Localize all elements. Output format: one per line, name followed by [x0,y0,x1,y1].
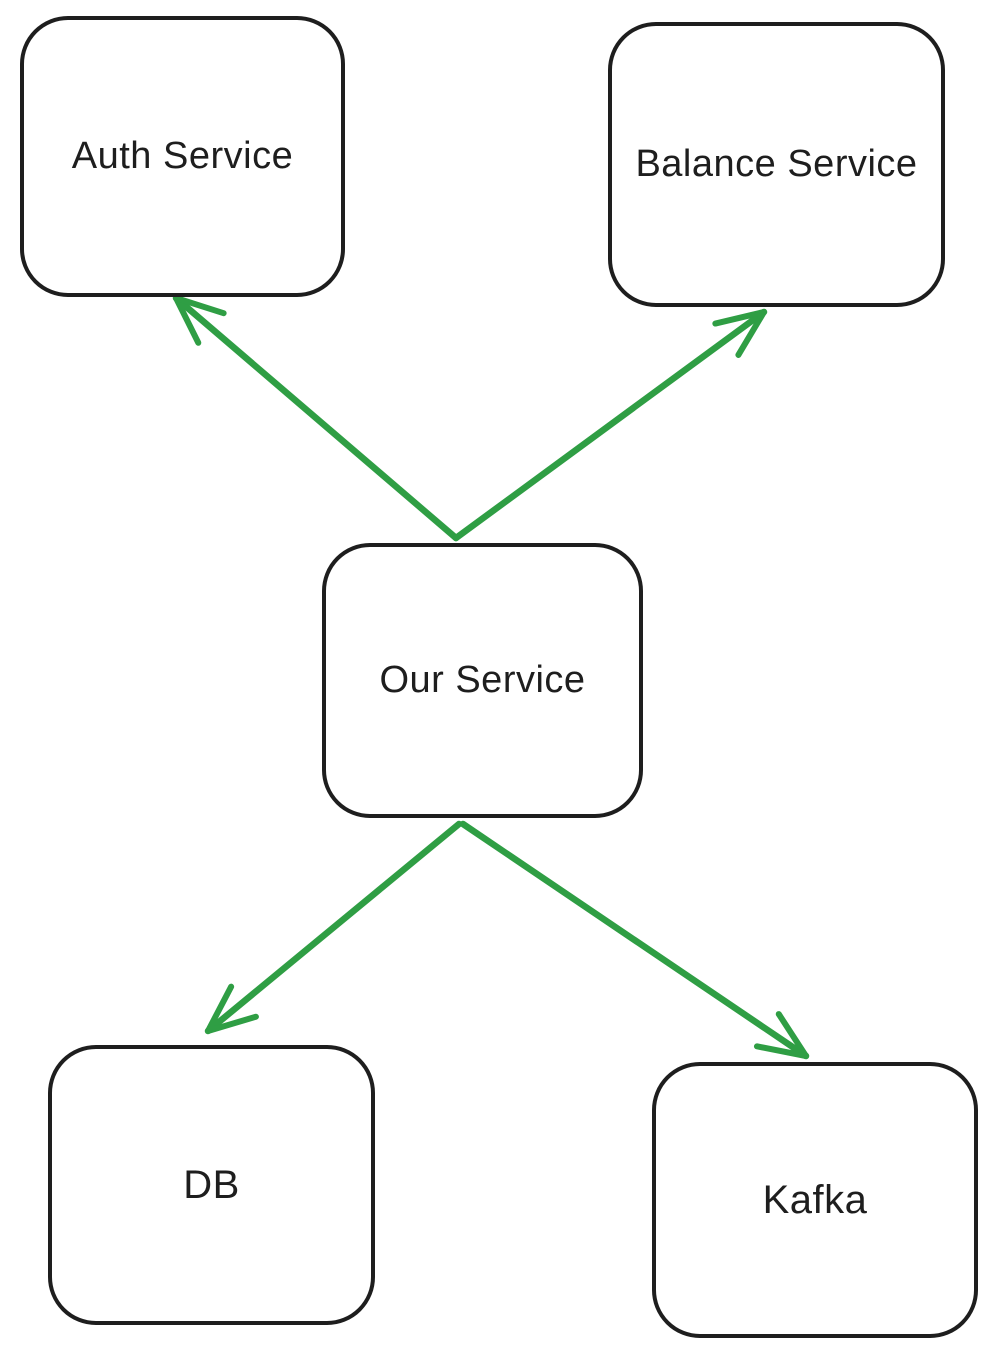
arrow-our-to-kafka [459,820,810,1060]
node-our-service: Our Service [322,543,643,818]
arrow-our-to-balance [452,308,768,542]
arrow-our-to-auth [172,294,460,542]
arrow-our-to-db [204,820,463,1035]
node-balance-service-label: Balance Service [635,143,918,185]
node-kafka: Kafka [652,1062,978,1338]
node-auth-service-label: Auth Service [71,135,294,177]
node-db: DB [48,1045,375,1325]
node-auth-service: Auth Service [20,16,345,297]
node-our-service-label: Our Service [379,659,586,701]
node-db-label: DB [183,1162,240,1207]
node-balance-service: Balance Service [608,22,945,307]
node-kafka-label: Kafka [762,1177,868,1222]
